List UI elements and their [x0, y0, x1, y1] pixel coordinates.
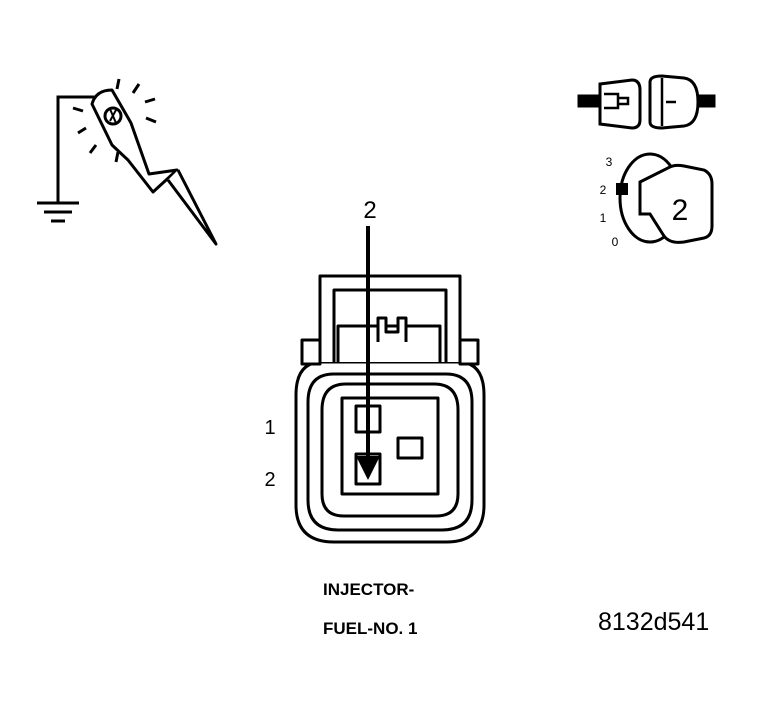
pin-indicator-label: 2 [363, 197, 376, 224]
ignition-position-2: 2 [600, 183, 607, 197]
injector-connector-icon [294, 274, 486, 544]
ignition-key-position-badge: 2 [672, 194, 689, 227]
ignition-key-icon [616, 152, 714, 244]
pin-label-2: 2 [264, 469, 275, 491]
connector-name-line1: INJECTOR- [323, 580, 414, 599]
test-probe-light-icon [72, 78, 218, 246]
connector-name-line2: FUEL-NO. 1 [323, 619, 417, 638]
ignition-position-3: 3 [606, 155, 613, 169]
ignition-position-0: 0 [612, 235, 619, 249]
disconnected-connector-icon [577, 74, 716, 130]
figure-id: 8132d541 [598, 608, 709, 636]
pin-label-1: 1 [264, 417, 275, 439]
ground-symbol-icon [37, 95, 100, 223]
pin-probe-arrow [356, 226, 380, 480]
ignition-position-1: 1 [600, 211, 607, 225]
